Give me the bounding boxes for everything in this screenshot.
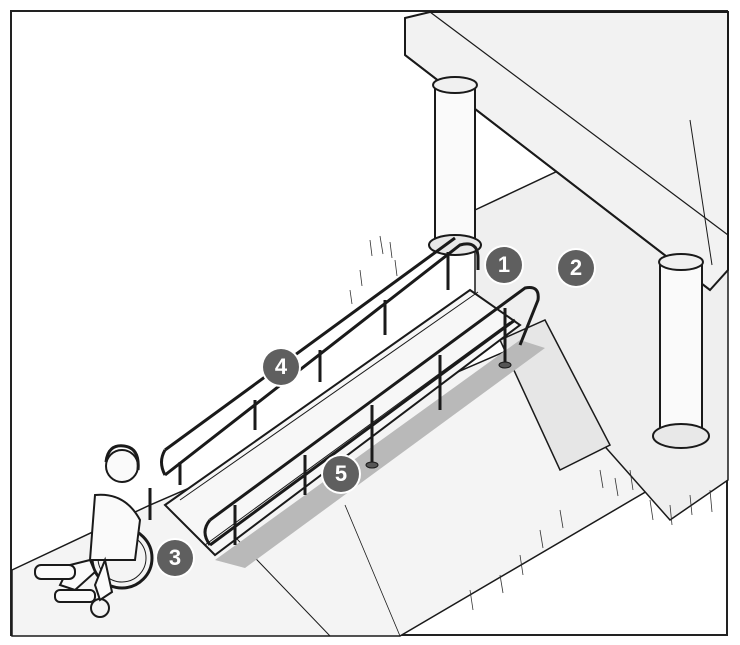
column-left (428, 76, 482, 256)
callout-marker-1: 1 (486, 247, 522, 283)
handrail-back (160, 236, 480, 485)
callout-marker-5: 5 (323, 456, 359, 492)
callout-marker-2: 2 (558, 250, 594, 286)
callout-marker-4: 4 (263, 349, 299, 385)
grass-texture (349, 235, 713, 611)
rail-foot (498, 361, 512, 369)
column-right (652, 253, 710, 449)
callout-marker-3: 3 (157, 540, 193, 576)
rail-foot (365, 461, 379, 469)
handrail-front (203, 286, 540, 547)
ramp-shadow (215, 340, 545, 568)
wheelchair-user (34, 444, 154, 618)
